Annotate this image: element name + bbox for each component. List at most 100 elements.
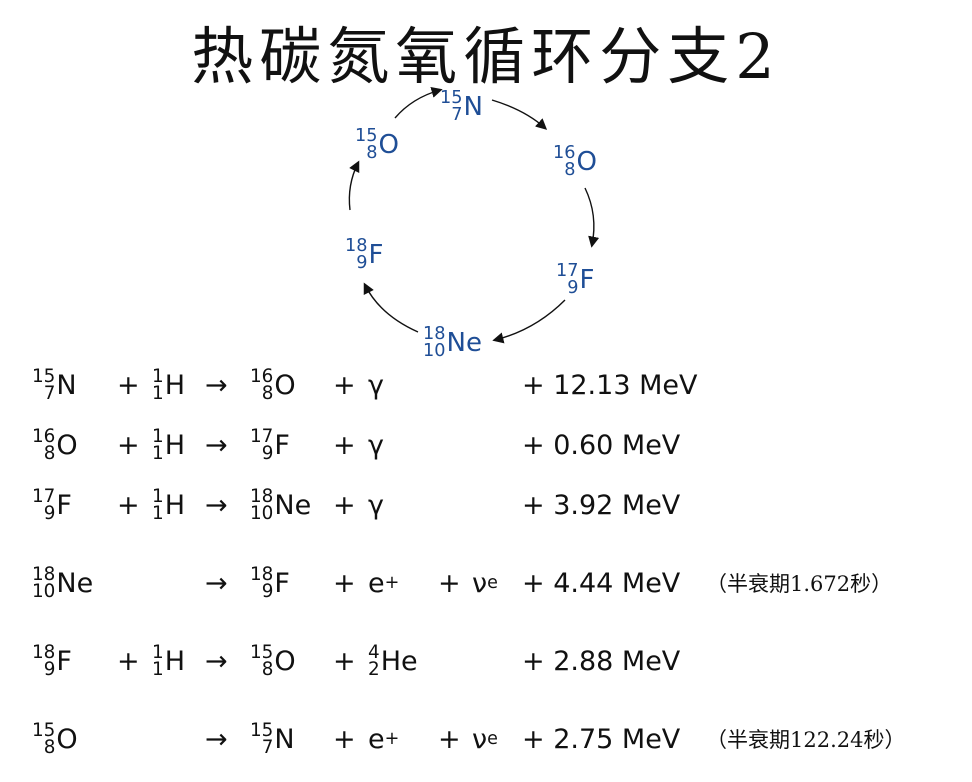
element-symbol: O [576,146,597,177]
atomic-number: 9 [43,659,56,680]
mass-number: 15 [250,641,274,663]
element-symbol: O [56,723,78,755]
mass-number: 1 [152,485,164,507]
element-symbol: F [579,264,595,295]
reaction-arrow: → [205,369,228,401]
atomic-number: 8 [43,737,56,758]
half-life-note: （半衰期122.24秒） [706,728,906,752]
atomic-number: 8 [43,443,56,464]
mass-number: 18 [32,563,56,585]
plus-sign: + [333,489,356,521]
cycle-arrow [348,160,360,211]
atomic-number: 9 [567,277,579,298]
atomic-number: 9 [261,581,274,602]
energy-release: + 3.92 MeV [522,489,681,521]
element-symbol: H [164,489,185,521]
element-symbol: Ne [446,327,482,358]
atomic-number: 7 [261,737,274,758]
atomic-number: 1 [152,659,164,680]
element-symbol: F [56,645,72,677]
atomic-number: 9 [356,252,368,273]
reaction-arrow: → [205,723,228,755]
element-symbol: Ne [274,489,312,521]
atomic-number: 8 [261,383,274,404]
mass-number: 15 [440,88,463,108]
element-symbol: H [164,429,185,461]
plus-sign: + [333,723,356,755]
particle: e+ [368,567,400,599]
cycle-arrow [491,99,548,130]
plus-sign: + [117,489,140,521]
element-symbol: F [56,489,72,521]
element-symbol: O [274,369,296,401]
cycle-arrow [584,187,600,248]
atomic-number: 10 [250,503,274,524]
element-symbol: N [56,369,77,401]
mass-number: 18 [32,641,56,663]
mass-number: 15 [355,126,378,146]
mass-number: 18 [250,485,274,507]
mass-number: 17 [250,425,274,447]
energy-release: + 4.44 MeV [522,567,681,599]
mass-number: 1 [152,365,164,387]
plus-sign: + [117,429,140,461]
element-symbol: F [274,567,290,599]
mass-number: 16 [553,143,576,163]
mass-number: 17 [556,261,579,281]
element-symbol: Ne [56,567,94,599]
atomic-number: 8 [366,142,378,163]
mass-number: 4 [368,641,380,663]
cycle-arrow [363,282,419,333]
page-title: 热碳氮氧循环分支2 [191,20,781,93]
atomic-number: 1 [152,503,164,524]
particle: γ [368,429,384,461]
element-symbol: O [274,645,296,677]
energy-release: + 2.88 MeV [522,645,681,677]
reaction-arrow: → [205,567,228,599]
element-symbol: N [463,91,483,122]
energy-release: + 0.60 MeV [522,429,681,461]
mass-number: 1 [152,425,164,447]
reaction-arrow: → [205,489,228,521]
mass-number: 18 [250,563,274,585]
energy-release: + 12.13 MeV [522,369,698,401]
element-symbol: H [164,645,185,677]
cycle-arrow [492,299,566,344]
atomic-number: 1 [152,383,164,404]
mass-number: 16 [32,425,56,447]
